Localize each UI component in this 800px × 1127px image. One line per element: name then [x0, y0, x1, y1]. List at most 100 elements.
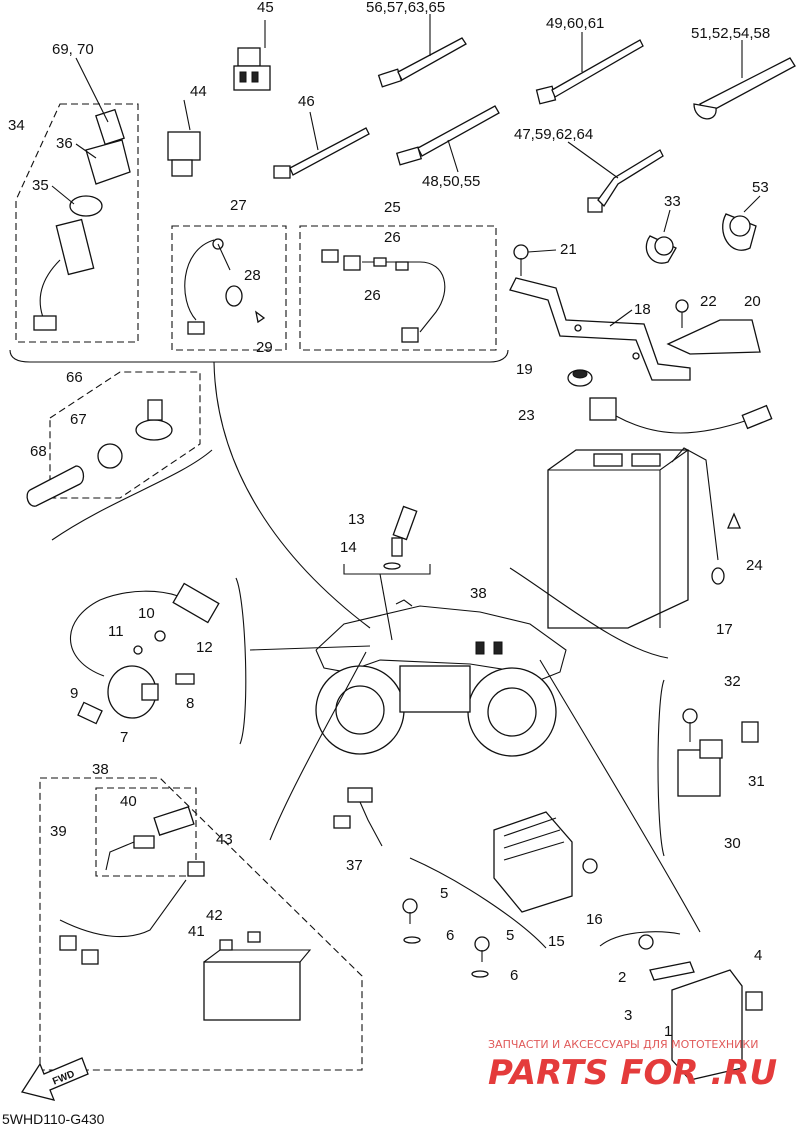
cover-20: [666, 319, 761, 355]
leader-coil: [249, 645, 371, 651]
cdi-unit-1: [638, 934, 763, 1081]
group-34-outline: [15, 103, 139, 343]
callout-29: 29: [256, 339, 273, 356]
brace-relay: [657, 679, 665, 857]
forward-direction-arrow: FWD: [20, 1057, 89, 1101]
callout-53: 53: [752, 179, 769, 196]
callout-11: 11: [108, 623, 124, 640]
leader-ecu: [539, 659, 701, 933]
callout-25: 25: [384, 199, 401, 216]
brace-ecu: [599, 931, 681, 947]
callout-43: 43: [216, 831, 233, 848]
watermark-caption: ЗАПЧАСТИ И АКСЕССУАРЫ ДЛЯ МОТОТЕХНИКИ: [488, 1038, 758, 1051]
clamp-53: [722, 195, 761, 251]
brace-15: [409, 857, 547, 949]
callout-42: 42: [206, 907, 223, 924]
battery-brace: [509, 567, 669, 659]
cable-tie-56: [377, 14, 467, 88]
callout-66: 66: [66, 369, 83, 386]
callout-2: 2: [618, 969, 626, 986]
callout-38a: 38: [470, 585, 487, 602]
harness-39: [59, 806, 312, 1021]
callout-39: 39: [50, 823, 67, 840]
group-25-outline: [299, 225, 497, 351]
brace-coil: [235, 577, 247, 745]
callout-26a: 26: [384, 229, 401, 246]
callout-14: 14: [340, 539, 357, 556]
callout-5a: 5: [440, 885, 448, 902]
callout-6a: 6: [446, 927, 454, 944]
callout-28: 28: [244, 267, 261, 284]
callout-27: 27: [230, 197, 247, 214]
callout-46: 46: [298, 93, 315, 110]
cable-tie-47: [567, 141, 664, 213]
callout-9: 9: [70, 685, 78, 702]
callout-20: 20: [744, 293, 761, 310]
callout-31: 31: [748, 773, 765, 790]
callout-22: 22: [700, 293, 717, 310]
ignition-coil-7: [69, 582, 220, 725]
callout-51-52-54-58: 51,52,54,58: [691, 25, 770, 42]
callout-5b: 5: [506, 927, 514, 944]
callout-17: 17: [716, 621, 733, 638]
callout-24: 24: [746, 557, 763, 574]
callout-38b: 38: [92, 761, 109, 778]
callout-40: 40: [120, 793, 137, 810]
sensor-lead-25: [321, 249, 446, 343]
cable-tie-46: [273, 111, 370, 179]
cable-23: [589, 397, 773, 434]
leader-18: [609, 309, 633, 327]
main-switch-assembly: [33, 108, 131, 331]
leader-38: [269, 651, 367, 841]
callout-13: 13: [348, 511, 365, 528]
band-51: [693, 40, 796, 120]
socket-66: [26, 399, 173, 507]
group-66-brace: [51, 449, 213, 541]
callout-45: 45: [257, 0, 274, 16]
callout-47-59-62-64: 47,59,62,64: [514, 126, 593, 143]
callout-19: 19: [516, 361, 533, 378]
leader-69: [75, 57, 109, 123]
callout-49-60-61: 49,60,61: [546, 15, 604, 32]
leader-36: [75, 143, 97, 159]
group-27-outline: [171, 225, 287, 351]
cable-tie-49: [535, 32, 644, 105]
damper-19: [567, 369, 593, 387]
callout-18: 18: [634, 301, 651, 318]
callout-68: 68: [30, 443, 47, 460]
starter-relay-30: [677, 708, 759, 797]
leader-sensor: [379, 573, 393, 641]
callout-69-70: 69, 70: [52, 41, 94, 58]
callout-37: 37: [346, 857, 363, 874]
leader-main: [213, 361, 371, 629]
bolt-5a: [402, 898, 421, 944]
callout-67: 67: [70, 411, 87, 428]
callout-15: 15: [548, 933, 565, 950]
callout-34: 34: [8, 117, 25, 134]
callout-33: 33: [664, 193, 681, 210]
callout-1: 1: [664, 1023, 672, 1040]
callout-12: 12: [196, 639, 213, 656]
brace-13: [343, 564, 431, 575]
group-38-outline: [39, 777, 363, 1071]
lead-24: [671, 447, 741, 585]
callout-3: 3: [624, 1007, 632, 1024]
callout-23: 23: [518, 407, 535, 424]
leader-35: [51, 185, 75, 205]
callout-30: 30: [724, 835, 741, 852]
sensor-27: [184, 238, 266, 335]
clamp-33: [645, 209, 677, 264]
group-39-outline: [95, 787, 197, 877]
callout-16: 16: [586, 911, 603, 928]
callout-26b: 26: [364, 287, 381, 304]
callout-36: 36: [56, 135, 73, 152]
group-brace-top: [9, 349, 509, 363]
callout-41: 41: [188, 923, 205, 940]
atv-outline: [315, 599, 567, 757]
bolt-5b: [471, 936, 490, 978]
callout-6b: 6: [510, 967, 518, 984]
callout-4: 4: [754, 947, 762, 964]
callout-10: 10: [138, 605, 155, 622]
callout-7: 7: [120, 729, 128, 746]
